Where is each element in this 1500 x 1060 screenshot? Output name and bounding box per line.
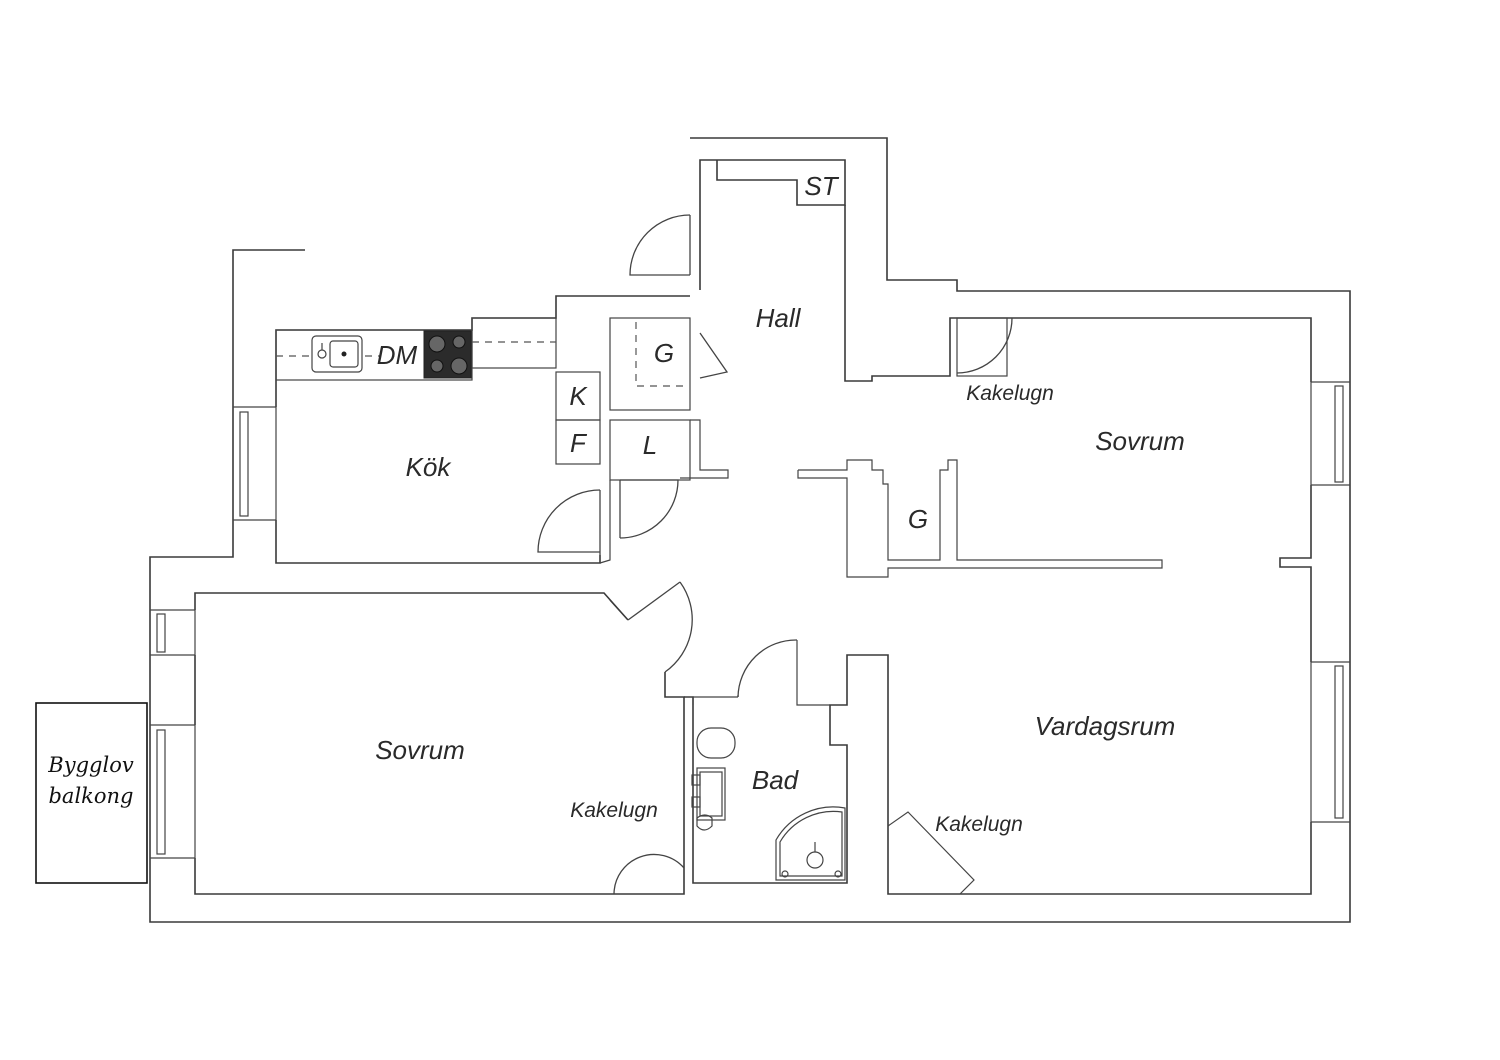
label-dm: DM (377, 340, 418, 370)
room-label-vardagsrum: Vardagsrum (1035, 711, 1176, 741)
balkong-label: balkong (48, 784, 133, 808)
room-label-sovrum-left: Sovrum (375, 735, 465, 765)
room-label-sovrum-top: Sovrum (1095, 426, 1185, 456)
kitchen-fixtures (311, 330, 472, 379)
bathroom-fixtures (691, 727, 846, 881)
room-labels: Hall Kök Sovrum Sovrum Vardagsrum Bad (375, 303, 1185, 795)
label-kakelugn-right: Kakelugn (935, 813, 1023, 836)
interior-walls (275, 317, 1163, 706)
label-kakelugn-left: Kakelugn (570, 799, 658, 822)
outer-walls (149, 137, 1351, 923)
room-label-kok: Kök (406, 452, 453, 482)
room-label-hall: Hall (756, 303, 802, 333)
label-g-hall: G (654, 338, 674, 368)
bygglov-label: Bygglov (47, 753, 134, 777)
label-g-center: G (908, 504, 928, 534)
doors (537, 214, 1013, 895)
fixture-labels: ST DM G G K F L Kakelugn Kakelugn Kakelu… (377, 171, 1054, 836)
label-l: L (643, 430, 657, 460)
label-st: ST (804, 171, 839, 201)
room-label-bad: Bad (752, 765, 800, 795)
label-f: F (570, 428, 588, 458)
windows (150, 381, 1350, 859)
label-kakelugn-top: Kakelugn (966, 382, 1054, 405)
label-k: K (569, 381, 588, 411)
bygglov-balkong-box (35, 702, 148, 884)
